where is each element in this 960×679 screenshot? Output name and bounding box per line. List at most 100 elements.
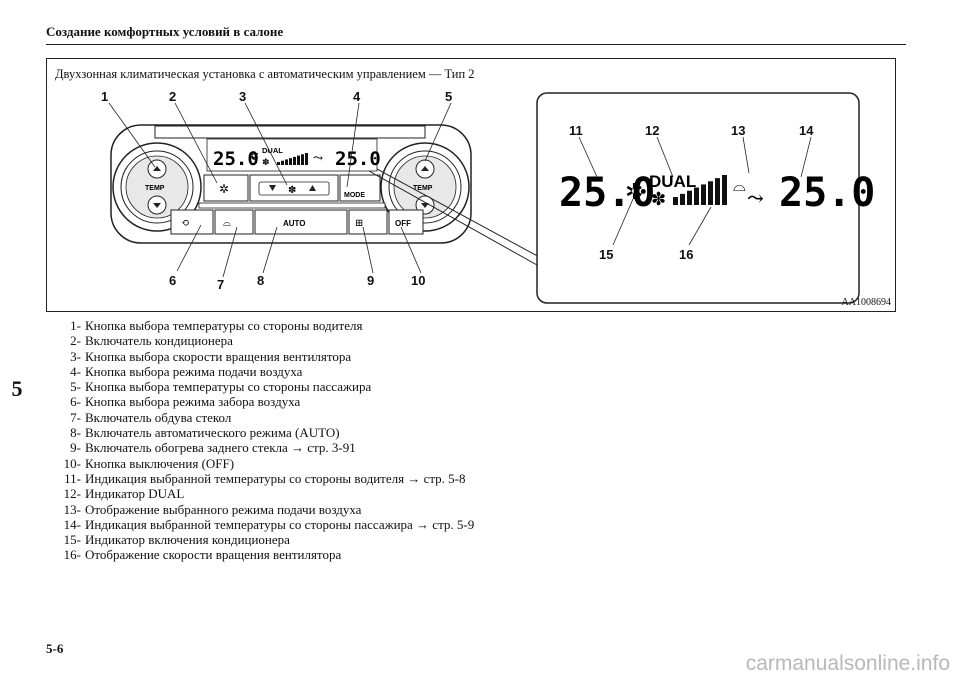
fan-level-bar [708,181,713,205]
callout-1: 1 [101,89,108,104]
temp-down-icon [153,203,161,208]
fan-level-bar [281,160,284,165]
snowflake-icon: ✲ [219,182,229,196]
legend-item: 2-Включатель кондиционера [48,333,474,348]
display-fan-bars [673,175,727,205]
legend-item-text: Отображение скорости вращения вентилятор… [85,547,342,563]
callout-13: 13 [731,123,745,138]
ac-button[interactable] [203,174,249,202]
callout-8: 8 [257,273,264,288]
display-fan-icon: ✽ [651,189,666,209]
fan-level-bar [285,159,288,165]
callout-15: 15 [599,247,613,262]
legend-item-text: Кнопка выбора режима забора воздуха [85,394,301,410]
display-right-temp: 25.0 [779,170,875,216]
fan-level-bar [305,153,308,165]
passenger-temp-knob[interactable]: TEMP [380,142,470,232]
legend-item: 12-Индикатор DUAL [48,486,474,501]
driver-temp-knob[interactable]: TEMP [112,142,202,232]
legend-item-text: Кнопка выключения (OFF) [85,455,235,471]
rear-defogger-button[interactable] [348,209,388,235]
chapter-tab: 5 [11,376,23,401]
legend-item-text: Индикация выбранной температуры со сторо… [85,470,466,486]
callout-6: 6 [169,273,176,288]
callout-4: 4 [353,89,361,104]
windshield-defrost-icon: ⌓ [223,218,231,229]
legend-item: 16-Отображение скорости вращения вентиля… [48,547,474,562]
callout-3: 3 [239,89,246,104]
panel-mode-icon: ⤳ [313,151,323,165]
legend-item-text: Включатель кондиционера [85,333,233,349]
legend-item-text: Кнопка выбора температуры со стороны вод… [85,318,363,333]
legend-item-number: 16- [63,547,81,563]
legend-item-text: Кнопка выбора температуры со стороны пас… [85,379,372,395]
legend-item-text: Кнопка выбора режима подачи воздуха [85,363,303,379]
legend-item: 5-Кнопка выбора температуры со стороны п… [48,379,474,394]
temp-up-icon [153,166,161,171]
legend-item-number: 12- [63,486,81,502]
callout-5: 5 [445,89,452,104]
legend-item-text: Отображение выбранного режима подачи воз… [85,501,362,517]
legend-item-number: 10- [63,455,81,471]
legend-item-number: 9- [70,440,81,456]
header-divider [46,44,906,45]
legend-item: 13-Отображение выбранного режима подачи … [48,502,474,517]
watermark: carmanualsonline.info [745,652,950,675]
callout-11: 11 [569,123,583,138]
legend-item: 1-Кнопка выбора температуры со стороны в… [48,318,474,333]
legend-item-number: 14- [63,516,81,532]
legend-list: 1-Кнопка выбора температуры со стороны в… [48,318,475,563]
temp-down-icon [421,203,429,208]
callout-16: 16 [679,247,693,262]
legend-item: 10-Кнопка выключения (OFF) [48,456,474,471]
figure-caption: Двухзонная климатическая установка с авт… [55,67,475,81]
fan-level-bar [694,187,699,205]
mode-button[interactable] [339,174,381,202]
fan-level-bar [680,193,685,205]
fan-level-bar [715,178,720,205]
climate-panel-illustration: 25.0 ✲ DUAL ✽ ⤳ 25.0 TEMP [101,89,875,304]
passenger-temp-label: TEMP [413,185,433,192]
legend-item: 9-Включатель обогрева заднего стекла → с… [48,440,474,455]
legend-item: 3-Кнопка выбора скорости вращения вентил… [48,349,474,364]
legend-item-text: Индикация выбранной температуры со сторо… [85,516,475,532]
panel-fan-icon: ✽ [262,157,270,167]
legend-item-number: 2- [70,333,81,349]
callout-9: 9 [367,273,374,288]
display-left-temp: 25.0 [559,170,655,216]
fan-up-icon [309,185,316,191]
legend-item: 7-Включатель обдува стекол [48,410,474,425]
callout-2: 2 [169,89,176,104]
legend-item-number: 11- [64,470,81,486]
fan-level-bar [701,184,706,205]
legend-item: 8-Включатель автоматического режима (AUT… [48,425,474,440]
fan-level-bar [301,154,304,165]
legend-item: 11-Индикация выбранной температуры со ст… [48,471,474,486]
auto-button[interactable] [254,209,348,235]
recirculation-button[interactable] [170,209,214,235]
display-defrost-icon: ⌓ [733,178,746,195]
fan-level-bar [277,162,280,165]
defrost-button[interactable] [214,209,254,235]
legend-item: 15-Индикатор включения кондиционера [48,532,474,547]
legend-item-number: 8- [70,425,81,441]
legend-item-number: 7- [70,409,81,425]
fan-down-icon [269,185,276,191]
callout-14: 14 [799,123,814,138]
panel-ac-icon: ✲ [249,149,259,163]
rear-defogger-icon: ⊞ [355,218,363,229]
off-button[interactable] [388,209,424,235]
legend-item-number: 15- [63,532,81,548]
display-mode-icon: ⤳ [747,188,764,210]
control-panel: 25.0 ✲ DUAL ✽ ⤳ 25.0 TEMP [110,124,472,244]
auto-button-label: AUTO [283,219,306,228]
callout-12: 12 [645,123,659,138]
legend-item-text: Индикатор включения кондиционера [85,532,290,548]
display-dual-indicator: DUAL [649,172,696,191]
legend-item-number: 5- [70,379,81,395]
legend-item: 14-Индикация выбранной температуры со ст… [48,516,475,532]
fan-level-bar [687,190,692,205]
fan-level-bar [297,155,300,165]
legend-item-number: 6- [70,394,81,410]
panel-left-temp: 25.0 [213,148,259,170]
